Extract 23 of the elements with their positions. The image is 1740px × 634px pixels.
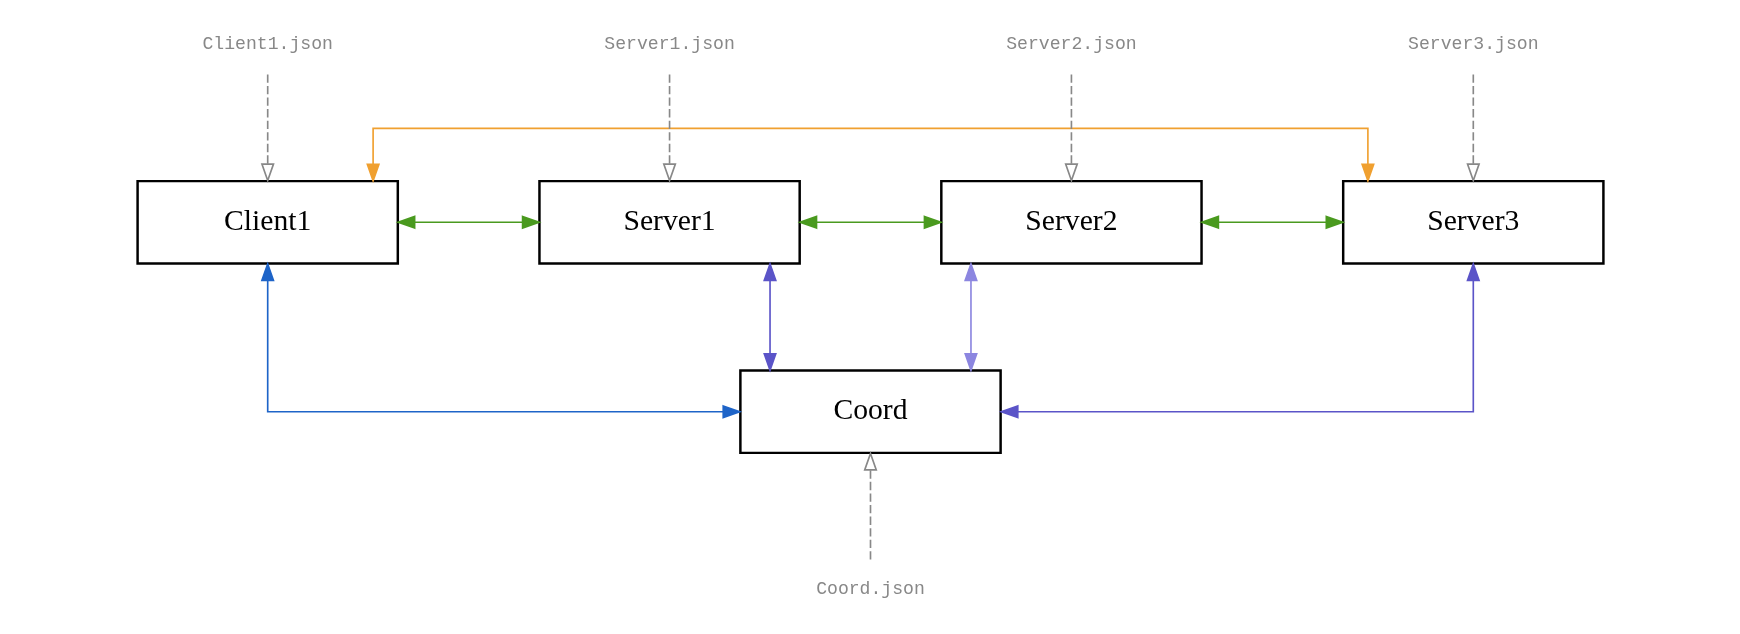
arrow bbox=[1064, 73, 1078, 184]
arrow bbox=[1465, 73, 1480, 184]
arrow bbox=[260, 73, 275, 184]
arrow bbox=[762, 261, 777, 373]
node-text: Server2.json bbox=[1005, 34, 1137, 55]
node-box: Coord bbox=[738, 369, 1002, 455]
node-text: Coord.json bbox=[815, 579, 925, 600]
arrow bbox=[998, 261, 1480, 419]
arrow bbox=[1198, 215, 1345, 230]
arrow bbox=[365, 127, 1375, 184]
arrow bbox=[863, 450, 877, 561]
node-box: Server1 bbox=[537, 179, 801, 265]
node-box: Server3 bbox=[1341, 179, 1605, 265]
arrow bbox=[963, 261, 978, 373]
arrow bbox=[797, 215, 943, 230]
node-box: Server2 bbox=[939, 179, 1203, 265]
node-text: Client1.json bbox=[201, 34, 333, 55]
node-text: Server3.json bbox=[1407, 34, 1539, 55]
arrow bbox=[395, 215, 542, 230]
arrow bbox=[260, 261, 742, 419]
arrow bbox=[662, 73, 676, 184]
node-box: Client1 bbox=[135, 179, 399, 265]
node-text: Server1.json bbox=[603, 34, 735, 55]
